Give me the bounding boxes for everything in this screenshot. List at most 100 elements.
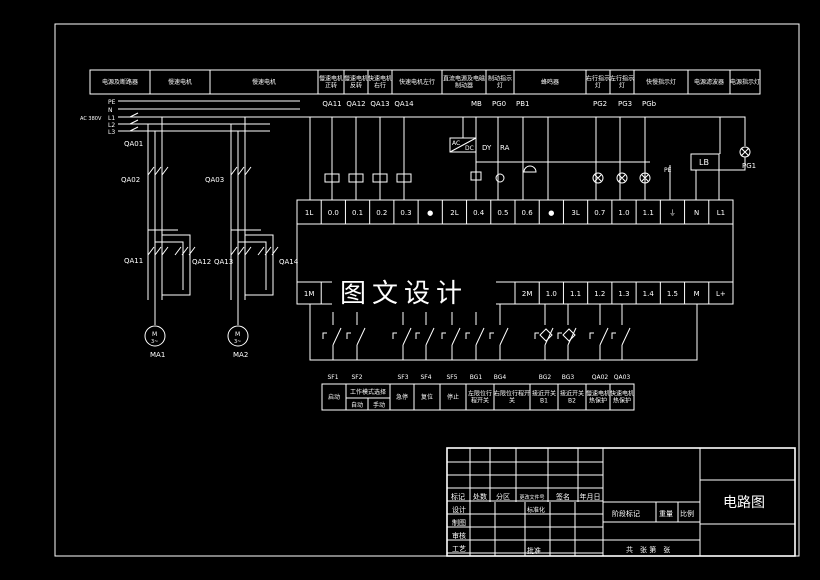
switch-contact-1 <box>356 327 366 346</box>
plc-input-terminal-9: 2M <box>522 290 533 298</box>
header-cell-3: 慢速电机 <box>319 75 343 83</box>
plc-output-terminal-3: 0.2 <box>376 209 387 217</box>
header-cell-6: 快速电机左行 <box>399 78 435 86</box>
qa14-label: QA14 <box>279 258 299 266</box>
input-function-strip: 启动工作模式选择自动手动急停复位停止左限位行程开关右限位行程开关接近开关B1接近… <box>321 383 635 411</box>
coil-2 <box>372 173 388 183</box>
function-subcell-1: 手动 <box>373 401 385 409</box>
switch-label-9: QA02 <box>592 374 609 381</box>
switch-contact-4 <box>451 327 461 346</box>
pg2-label: PG2 <box>593 100 607 108</box>
function-cell-2: 急停 <box>396 393 408 401</box>
drawing-frame <box>54 23 800 557</box>
coil-3 <box>396 173 412 183</box>
qa13-label: QA13 <box>214 258 233 266</box>
header-cell-10: 灯 <box>595 82 601 90</box>
lb-label: LB <box>699 158 709 167</box>
header-cell-5: 右行 <box>374 82 386 90</box>
title-header-2: 分区 <box>496 492 510 501</box>
switch-label-3: SF4 <box>420 374 431 381</box>
l1-label: L1 <box>108 115 115 122</box>
mb-label: MB <box>471 100 482 108</box>
header-cell-4: 慢速电机 <box>344 75 368 83</box>
plc-output-terminal-10: ● <box>548 209 554 217</box>
plc-output-terminal-13: 1.0 <box>618 209 629 217</box>
coil-label-0: QA11 <box>322 100 341 108</box>
output-coils: QA11 QA12 QA13 QA14 <box>309 100 414 200</box>
switch-label-2: SF3 <box>397 374 408 381</box>
ac-label: AC <box>452 140 460 147</box>
switch-label-10: QA03 <box>614 374 631 381</box>
switch-contact-2 <box>402 327 412 346</box>
qa03-label: QA03 <box>205 176 224 184</box>
function-cell-10: 热保护 <box>613 397 631 405</box>
plc-output-terminal-17: L1 <box>717 209 725 217</box>
function-cell-7: B1 <box>540 398 548 405</box>
coil-1 <box>348 173 364 183</box>
watermark: 图文设计 <box>340 279 468 309</box>
l3-label: L3 <box>108 129 115 136</box>
coil-label-3: QA14 <box>394 100 414 108</box>
motor1-branch: QA02 QA11 QA12 MA1 M 3~ <box>121 117 211 359</box>
header-cell-4: 反转 <box>350 82 362 90</box>
weight-label: 重量 <box>659 510 673 518</box>
function-cell-5: 程开关 <box>471 397 489 405</box>
header-cell-10: 右行指示 <box>586 75 610 83</box>
title-row-2: 审核 <box>452 531 466 540</box>
dc-label: DC <box>465 145 474 152</box>
pg0-label: PG0 <box>492 100 506 108</box>
function-cell-5: 左限位行 <box>468 390 492 398</box>
function-cell-3: 复位 <box>421 393 433 401</box>
header-cell-1: 慢速电机 <box>168 78 192 86</box>
ma1-label: MA1 <box>150 351 165 359</box>
function-header-strip: 电源及断路器慢速电机慢速电机慢速电机正转慢速电机反转快速电机右行快速电机左行直流… <box>89 69 761 95</box>
switch-label-7: BG2 <box>539 374 552 381</box>
dy-label: DY <box>482 144 492 152</box>
switch-contact-7 <box>544 327 554 346</box>
qa11-label: QA11 <box>124 257 143 265</box>
function-cell-8: 接近开关 <box>560 390 584 398</box>
motor2-phase: 3~ <box>234 339 241 345</box>
coil-0 <box>324 173 340 183</box>
header-cell-2: 慢速电机 <box>252 78 276 86</box>
switch-contact-10 <box>621 327 631 346</box>
header-cell-13: 电源滤波器 <box>694 78 724 86</box>
plc-output-terminal-16: N <box>694 209 699 217</box>
title-header-5: 年月日 <box>580 492 601 501</box>
n-label: N <box>108 107 113 114</box>
title-block: 标记处数分区更改文件号签名年月日设计制图审核工艺标准化批准阶段标记重量比例共 张… <box>446 447 796 557</box>
motor2-branch: QA03 QA13 QA14 MA2 M 3~ <box>205 117 299 359</box>
function-cell-9: 热保护 <box>589 397 607 405</box>
coil-label-2: QA13 <box>370 100 389 108</box>
header-cell-12: 快慢指示灯 <box>646 78 676 86</box>
header-cell-7: 制动器 <box>455 82 473 90</box>
header-cell-5: 快速电机 <box>368 75 392 83</box>
l2-label: L2 <box>108 122 115 129</box>
motor2-symbol <box>227 325 249 347</box>
function-cell-7: 接近开关 <box>532 390 556 398</box>
motor1-phase: 3~ <box>151 339 158 345</box>
pg3-label: PG3 <box>618 100 632 108</box>
function-cell-1: 工作模式选择 <box>350 388 386 396</box>
header-cell-11: 灯 <box>619 82 625 90</box>
pe-ground-label: PE <box>664 167 672 174</box>
function-cell-6: 关 <box>509 397 515 405</box>
std-label: 标准化 <box>527 506 545 514</box>
switch-contact-6 <box>499 327 509 346</box>
plc-output-terminal-15: ⏚ <box>669 209 676 217</box>
plc-input-terminal-10: 1.0 <box>546 290 557 298</box>
function-cell-4: 停止 <box>447 393 459 401</box>
function-cell-10: 快速电机 <box>610 390 634 398</box>
scale-label: 比例 <box>680 509 694 518</box>
switch-label-0: SF1 <box>327 374 338 381</box>
plc-output-terminal-11: 3L <box>571 209 579 217</box>
header-cell-14: 电源指示灯 <box>730 78 760 86</box>
plc-input-terminal-12: 1.2 <box>594 290 605 298</box>
plc-output-terminal-2: 0.1 <box>352 209 363 217</box>
drawing-title: 电路图 <box>723 495 765 511</box>
header-cell-0: 电源及断路器 <box>102 78 138 86</box>
plc-input-terminal-14: 1.4 <box>643 290 655 298</box>
coil-label-1: QA12 <box>346 100 365 108</box>
